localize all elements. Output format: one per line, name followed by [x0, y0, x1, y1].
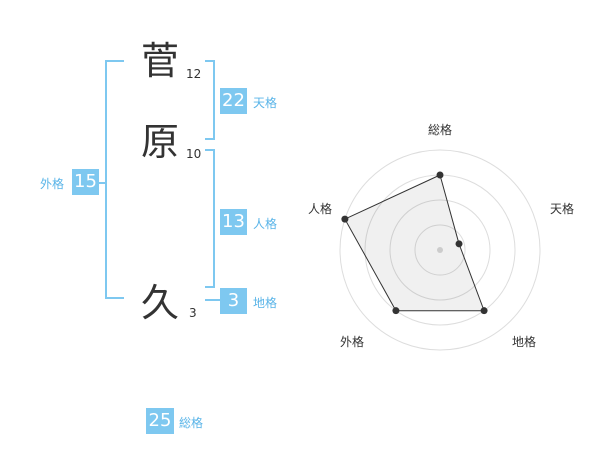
tenkaku-label: 天格: [253, 96, 278, 110]
gaikaku-label: 外格: [40, 177, 65, 191]
soukaku-value: 25: [146, 408, 174, 434]
radar-point-2: [480, 307, 488, 315]
soukaku-label: 総格: [179, 416, 204, 430]
radar-rings: [339, 149, 541, 351]
name-char-2: 原: [141, 120, 180, 164]
radar-axis-label-4: 人格: [308, 201, 332, 216]
radar-ring-4: [339, 149, 541, 351]
radar-point-3: [392, 307, 400, 315]
radar-axis-label-1: 天格: [550, 201, 574, 216]
chikaku-value: 3: [220, 288, 247, 314]
radar-axis-label-2: 地格: [512, 334, 536, 349]
jinkaku-label: 人格: [253, 217, 278, 231]
radar-point-0: [436, 171, 444, 179]
radar-ring-1: [414, 224, 466, 276]
name-char-1: 菅: [141, 39, 180, 83]
gaikaku-value: 15: [72, 169, 99, 195]
jinkaku-value: 13: [220, 209, 247, 235]
radar-points: [341, 171, 488, 315]
radar-center-dot: [437, 247, 443, 253]
radar-axis-label-3: 外格: [340, 334, 364, 349]
stroke-count-1: 12: [186, 67, 202, 81]
stroke-count-3: 3: [189, 306, 197, 320]
tenkaku-value: 22: [220, 88, 247, 114]
radar-ring-2: [389, 199, 491, 301]
radar-shape: [344, 174, 485, 312]
radar-point-4: [341, 215, 349, 223]
radar-axis-label-0: 総格: [428, 122, 452, 137]
name-char-3: 久: [141, 281, 180, 325]
radar-point-1: [455, 240, 463, 248]
stroke-count-2: 10: [186, 147, 202, 161]
radar-chart: 総格 天格 地格 外格 人格: [308, 122, 574, 351]
chikaku-label: 地格: [253, 296, 278, 310]
